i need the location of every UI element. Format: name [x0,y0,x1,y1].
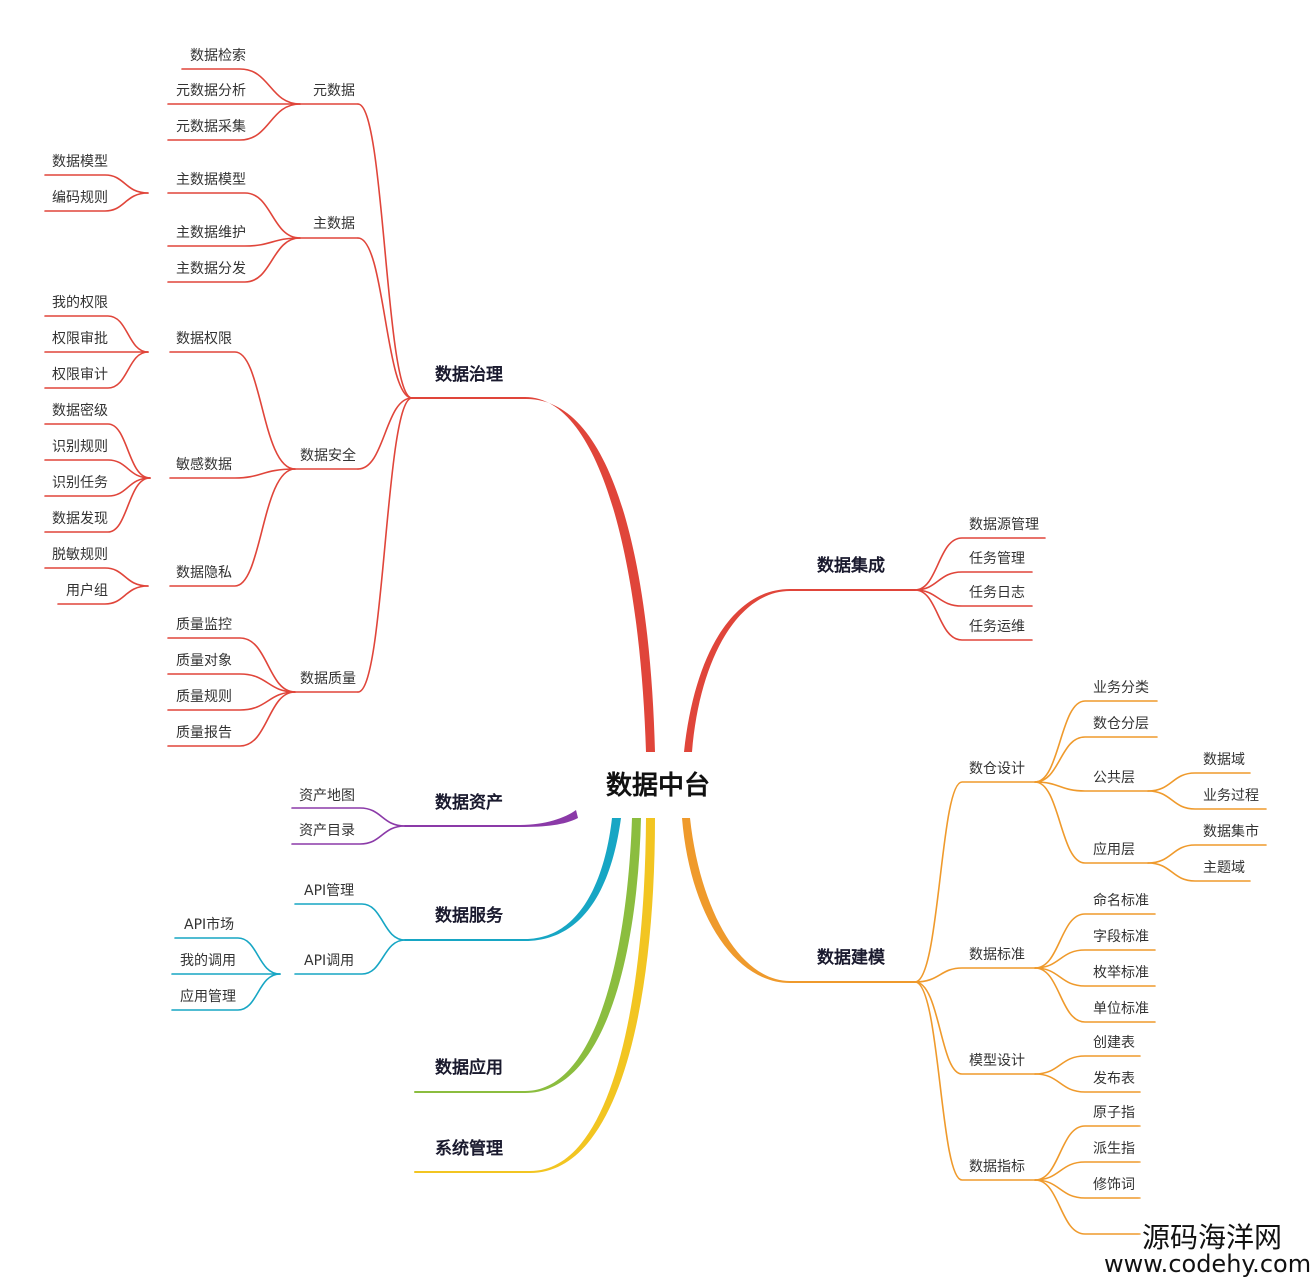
node-ind-derived: 派生指 [1093,1141,1135,1157]
trunk-service [525,818,621,941]
watermark-title: 源码海洋网 [1142,1221,1283,1254]
node-sens-level: 数据密级 [52,403,108,419]
node-sensitive: 敏感数据 [176,457,232,473]
branch-label-service: 数据服务 [435,906,503,926]
trunk-asset [520,810,578,827]
node-master: 主数据 [313,216,355,232]
node-api-mine: 我的调用 [180,953,236,969]
node-i-task: 任务管理 [969,551,1025,567]
model-connectors [914,700,1267,1235]
node-perm: 数据权限 [176,331,232,347]
node-dw-subject: 主题域 [1203,860,1245,876]
node-master-dist: 主数据分发 [176,261,246,277]
node-perm-mine: 我的权限 [52,295,108,311]
node-std-unit: 单位标准 [1093,1001,1149,1017]
node-priv-group: 用户组 [66,583,108,599]
node-i-log: 任务日志 [969,585,1025,601]
service-connectors [171,903,406,1011]
node-md-publish: 发布表 [1093,1071,1135,1087]
watermark-url: www.codehy.com [1104,1250,1310,1278]
branch-label-app: 数据应用 [435,1058,503,1078]
gov-connectors [44,68,413,747]
node-privacy: 数据隐私 [176,565,232,581]
node-meta-collect: 元数据采集 [176,119,246,135]
asset-connectors [291,807,406,845]
node-std-enum: 枚举标准 [1093,965,1149,981]
node-i-source: 数据源管理 [969,517,1039,533]
node-meta: 元数据 [313,83,355,99]
node-dw-layer: 数仓分层 [1093,716,1149,732]
node-dw-process: 业务过程 [1203,788,1259,804]
node-api-market: API市场 [184,917,235,933]
node-sens-rule: 识别规则 [52,439,108,455]
branch-label-gov: 数据治理 [435,365,503,385]
node-priv-mask: 脱敏规则 [52,547,108,563]
node-perm-audit: 权限审计 [52,367,108,383]
node-api-mgmt: API管理 [304,883,355,899]
node-ind-mod: 修饰词 [1093,1177,1135,1193]
branch-label-integ: 数据集成 [817,556,885,576]
node-perm-approve: 权限审批 [52,331,108,347]
node-dw: 数仓设计 [969,761,1025,777]
branch-label-asset: 数据资产 [435,793,503,813]
fade-overlay [1138,1095,1310,1245]
node-dw-biz: 业务分类 [1093,680,1149,696]
node-q-rule: 质量规则 [176,689,232,705]
node-md: 模型设计 [969,1053,1025,1069]
branch-label-model: 数据建模 [817,948,885,968]
branch-label-sys: 系统管理 [435,1139,503,1159]
node-std-name: 命名标准 [1093,893,1149,909]
node-sens-find: 数据发现 [52,511,108,527]
node-master-model: 主数据模型 [176,172,246,188]
node-asset-map: 资产地图 [299,788,355,804]
node-q-object: 质量对象 [176,653,232,669]
node-ind-atomic: 原子指 [1093,1105,1135,1121]
integ-connectors [914,537,1046,641]
trunk-app [525,818,641,1093]
node-i-ops: 任务运维 [969,619,1025,635]
node-dw-domain: 数据域 [1203,752,1245,768]
node-asset-catalog: 资产目录 [299,823,355,839]
node-master-model-code: 编码规则 [52,190,108,206]
node-meta-search: 数据检索 [190,48,246,64]
trunk-integ [684,589,790,752]
node-dw-public: 公共层 [1093,770,1135,786]
node-api-app: 应用管理 [180,989,236,1005]
node-api-call: API调用 [304,953,355,969]
node-meta-analysis: 元数据分析 [176,83,246,99]
node-security: 数据安全 [300,448,356,464]
node-master-maint: 主数据维护 [176,225,246,241]
trunk-model [682,818,790,983]
node-std-field: 字段标准 [1093,929,1149,945]
trunk-gov [525,397,655,752]
node-q-report: 质量报告 [176,725,232,741]
node-md-create: 创建表 [1093,1035,1135,1051]
node-dw-mart: 数据集市 [1203,824,1259,840]
node-std: 数据标准 [969,947,1025,963]
node-q-monitor: 质量监控 [176,617,232,633]
node-sens-task: 识别任务 [52,475,108,491]
node-quality: 数据质量 [300,671,356,687]
node-master-model-dm: 数据模型 [52,154,108,170]
node-dw-appl: 应用层 [1093,842,1135,858]
node-ind: 数据指标 [969,1159,1025,1175]
center-title: 数据中台 [606,771,711,801]
